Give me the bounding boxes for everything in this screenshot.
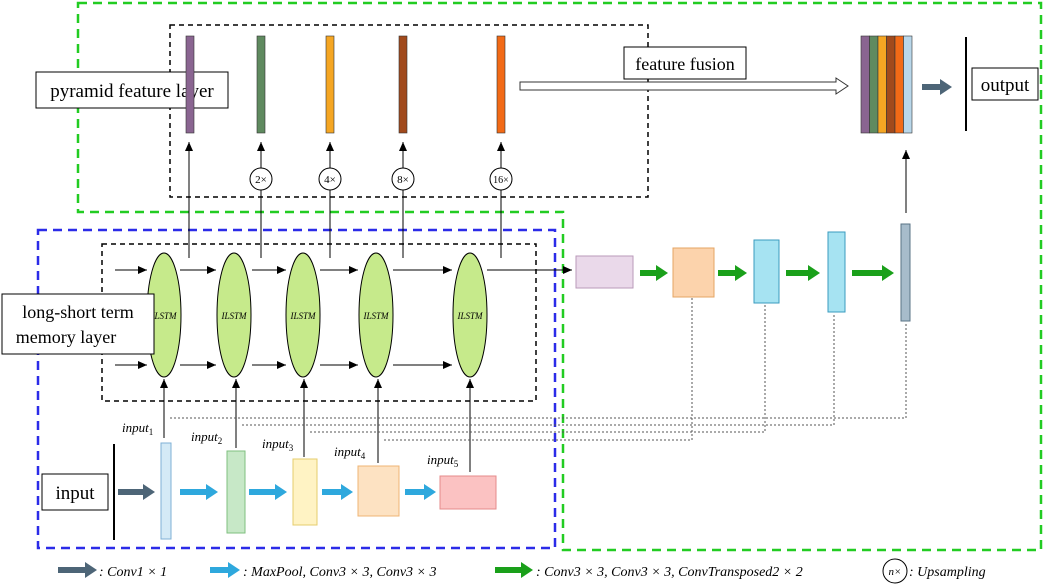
fusion-bar-5 <box>894 35 904 134</box>
input-4-label: input4 <box>334 444 366 461</box>
legend-conv1-text: : Conv1 × 1 <box>99 565 167 580</box>
decoder-block-3 <box>753 239 780 304</box>
lstm-layer-label-line2: memory layer <box>16 327 116 347</box>
legend-convtrans-text: : Conv3 × 3, Conv3 × 3, ConvTransposed2 … <box>536 565 803 580</box>
upsample-circle-16x <box>489 167 513 191</box>
feature-fusion-label-box <box>623 46 747 80</box>
input-5-label: input5 <box>427 452 459 469</box>
pyramid-bar-1 <box>185 35 195 134</box>
upsample-nodes: 2× 4× 8× 16× <box>249 167 513 191</box>
decoder-arrows <box>640 265 894 281</box>
fusion-stack <box>860 35 913 134</box>
lstm-cell-3-label: ILSTM <box>289 311 316 321</box>
lstm-layer-label-line1: long-short term <box>22 302 133 322</box>
pyramid-bars <box>185 35 506 134</box>
legend-upsampling-text: : Upsampling <box>909 565 986 580</box>
lstm-inner-box <box>101 243 537 402</box>
encoder-block-3 <box>292 458 318 526</box>
decoder-block-1 <box>575 255 634 289</box>
fusion-bar-4 <box>886 35 896 134</box>
fusion-bar-1 <box>860 35 870 134</box>
legend-convtrans-arrow <box>495 562 533 578</box>
fusion-bar-6 <box>903 35 913 134</box>
lstm-cell-4-label: ILSTM <box>362 311 389 321</box>
decoder-block-5 <box>900 223 911 322</box>
upsample-circle-2x <box>249 167 273 191</box>
output-arrow <box>922 79 952 95</box>
lstm-cell-4 <box>358 252 394 378</box>
input-1-label: input1 <box>122 420 153 437</box>
input-labels: input1 input2 input3 input4 input5 <box>122 420 459 469</box>
encoder-block-4 <box>357 465 400 517</box>
pyramid-region-outline <box>76 1 1043 552</box>
input-2-label: input2 <box>191 429 222 446</box>
upsample-label-4x: 4× <box>324 174 336 186</box>
lstm-horizontal-arrows <box>115 266 572 369</box>
output-label-box <box>971 67 1039 101</box>
input-conv1-arrow <box>118 484 155 500</box>
encoder-block-1 <box>160 442 172 540</box>
pyramid-bar-5 <box>496 35 506 134</box>
encoder-region-outline <box>36 228 557 550</box>
input-label-box <box>41 473 109 511</box>
output-label: output <box>981 75 1030 96</box>
skip-connections <box>170 298 907 441</box>
upsample-circle-4x <box>318 167 342 191</box>
pyramid-bar-2 <box>256 35 266 134</box>
lstm-cell-5 <box>452 252 488 378</box>
upward-arrows <box>185 142 505 258</box>
pyramid-inner-box <box>169 24 649 198</box>
fusion-bar-3 <box>877 35 887 134</box>
encoder-blocks <box>160 442 497 540</box>
input-3-label: input3 <box>262 436 294 453</box>
upsample-circle-8x <box>391 167 415 191</box>
encoder-block-2 <box>226 450 246 534</box>
pyramid-layer-label: pyramid feature layer <box>50 81 214 102</box>
lstm-cells: ILSTM ILSTM ILSTM ILSTM ILSTM <box>146 252 488 378</box>
encoder-block-5 <box>439 475 497 510</box>
upsample-label-2x: 2× <box>255 174 267 186</box>
legend-upsampling-symbol: n× <box>889 566 902 578</box>
lstm-cell-5-label: ILSTM <box>456 311 483 321</box>
decoder-block-4 <box>827 231 846 313</box>
lstm-cell-1-label: ILSTM <box>150 311 177 321</box>
lstm-cell-2-label: ILSTM <box>220 311 247 321</box>
legend: : Conv1 × 1 : MaxPool, Conv3 × 3, Conv3 … <box>58 558 986 584</box>
upsample-label-16x: 16× <box>493 175 509 186</box>
fusion-bar-2 <box>869 35 879 134</box>
pyramid-bar-3 <box>325 35 335 134</box>
decoder-block-2 <box>672 247 715 298</box>
legend-maxpool-text: : MaxPool, Conv3 × 3, Conv3 × 3 <box>243 565 436 580</box>
legend-upsampling-circle <box>882 558 908 584</box>
encoder-arrows <box>180 484 436 500</box>
decoder-blocks <box>575 223 911 322</box>
input-label: input <box>55 483 95 504</box>
upsample-label-8x: 8× <box>397 174 409 186</box>
pyramid-bar-4 <box>398 35 408 134</box>
input-up-arrows <box>160 379 474 472</box>
lstm-layer-label-box <box>1 293 155 355</box>
pyramid-layer-label-box <box>35 71 229 109</box>
legend-conv1-arrow <box>58 562 97 578</box>
lstm-cell-3 <box>285 252 321 378</box>
feature-fusion-arrow <box>519 77 849 95</box>
legend-maxpool-arrow <box>210 562 240 578</box>
lstm-cell-2 <box>216 252 252 378</box>
feature-fusion-label: feature fusion <box>635 54 734 74</box>
